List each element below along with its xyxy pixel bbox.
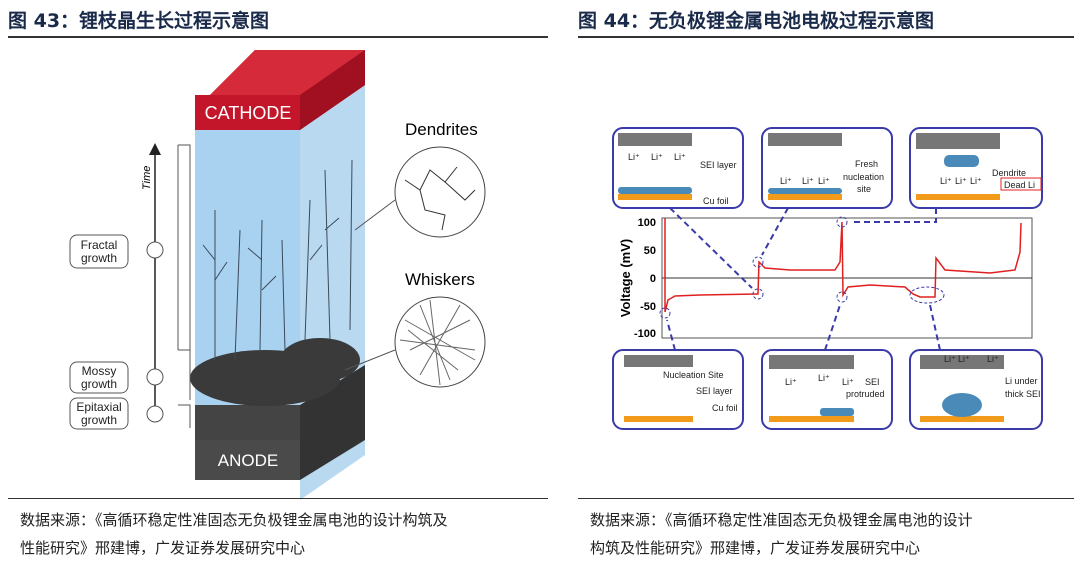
- y-tick: -100: [634, 328, 656, 340]
- whiskers-label: Whiskers: [405, 270, 475, 289]
- li-ion-label: Li⁺: [785, 377, 797, 387]
- title-rule: [578, 36, 1074, 38]
- mossy-label: growth: [81, 377, 117, 391]
- y-axis-label: Voltage (mV): [618, 239, 633, 318]
- y-tick: 0: [650, 273, 656, 285]
- fractal-label: growth: [81, 251, 117, 265]
- dendrite-label: Dendrite: [992, 168, 1026, 178]
- sei-layer-label: SEI layer: [700, 160, 737, 170]
- voltage-chart: 100 50 0 -50 -100 Voltage (mV): [618, 207, 1033, 351]
- fresh-nucleation-label: nucleation: [843, 172, 884, 182]
- li-ion-label: Li⁺: [958, 354, 970, 364]
- anode-label: ANODE: [218, 451, 278, 470]
- nucleation-site-label: Nucleation Site: [663, 370, 724, 380]
- epitaxial-label: Epitaxial: [76, 400, 121, 414]
- li-ion-label: Li⁺: [970, 176, 982, 186]
- y-tick: 50: [644, 245, 656, 257]
- fresh-nucleation-label: site: [857, 184, 871, 194]
- cu-foil-label: Cu foil: [712, 403, 738, 413]
- source-line: 性能研究》邢建博，广发证券发展研究中心: [20, 539, 306, 557]
- li-ion-label: Li⁺: [628, 152, 640, 162]
- li-ion-label: Li⁺: [674, 152, 686, 162]
- li-ion-label: Li⁺: [955, 176, 967, 186]
- li-ion-label: Li⁺: [651, 152, 663, 162]
- source-rule: [578, 498, 1074, 499]
- li-ion-label: Li⁺: [987, 354, 999, 364]
- li-under-sei-label: thick SEI: [1005, 389, 1041, 399]
- li-ion-label: Li⁺: [842, 377, 854, 387]
- li-ion-label: Li⁺: [944, 354, 956, 364]
- time-label: Time: [141, 166, 153, 190]
- mossy-label: Mossy: [82, 364, 117, 378]
- li-ion-label: Li⁺: [940, 176, 952, 186]
- li-under-sei-label: Li under: [1005, 376, 1038, 386]
- y-tick: 100: [638, 217, 656, 229]
- fresh-nucleation-label: Fresh: [855, 159, 878, 169]
- figure-43-title: 图 43：锂枝晶生长过程示意图: [8, 10, 270, 32]
- source-line: 数据来源：《高循环稳定性准固态无负极锂金属电池的设计: [590, 511, 973, 529]
- source-rule: [8, 498, 548, 499]
- sei-layer-label: SEI layer: [696, 386, 733, 396]
- source-line: 构筑及性能研究》邢建博，广发证券发展研究中心: [590, 539, 921, 557]
- voltage-curve: [664, 218, 1022, 313]
- dead-li-label: Dead Li: [1004, 180, 1035, 190]
- figure-44-source: 数据来源：《高循环稳定性准固态无负极锂金属电池的设计构筑及性能研究》邢建博，广发…: [590, 506, 973, 562]
- process-panels: Li⁺ Li⁺ Li⁺ SEI layer Cu foil Li⁺ Li⁺ Li…: [612, 127, 1043, 430]
- figure-43-source: 数据来源：《高循环稳定性准固态无负极锂金属电池的设计构筑及性能研究》邢建博，广发…: [20, 506, 448, 562]
- sei-protruded-label: SEI: [865, 377, 880, 387]
- cathode-label: CATHODE: [205, 103, 292, 123]
- li-ion-label: Li⁺: [802, 176, 814, 186]
- fractal-label: Fractal: [81, 238, 118, 252]
- epitaxial-label: growth: [81, 413, 117, 427]
- title-rule: [8, 36, 548, 38]
- source-line: 数据来源：《高循环稳定性准固态无负极锂金属电池的设计构筑及: [20, 511, 448, 529]
- cu-foil-label: Cu foil: [703, 196, 729, 206]
- li-ion-label: Li⁺: [818, 176, 830, 186]
- dendrites-label: Dendrites: [405, 120, 478, 139]
- figure-44-title: 图 44：无负极锂金属电池电极过程示意图: [578, 10, 935, 32]
- sei-protruded-label: protruded: [846, 389, 885, 399]
- li-ion-label: Li⁺: [818, 373, 830, 383]
- li-ion-label: Li⁺: [780, 176, 792, 186]
- y-tick: -50: [640, 301, 656, 313]
